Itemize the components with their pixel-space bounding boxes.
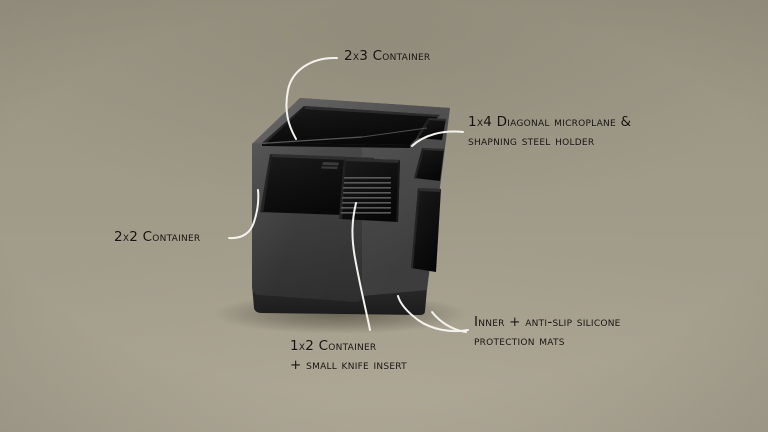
callout-label-2x3-line-0: 2x3 Container — [344, 48, 431, 64]
callout-label-1x2: 1x2 Container + small knife insert — [290, 337, 407, 375]
callout-label-2x3: 2x3 Container — [344, 47, 430, 66]
side-edge-highlight — [361, 127, 428, 138]
front-edge-highlight — [251, 136, 363, 145]
callout-label-1x2-line-1: + small knife insert — [290, 357, 407, 374]
compartment-1x4-middle — [414, 148, 444, 181]
compartment-1x2-knife-insert — [339, 158, 400, 222]
callout-label-1x2-line-0: 1x2 Container — [290, 338, 377, 354]
callout-label-2x2-line-0: 2x2 Container — [114, 229, 201, 245]
callout-label-mats: Inner + anti-slip silicone protection ma… — [474, 313, 674, 351]
product-render — [212, 82, 468, 334]
callout-label-microplane-line-1: shapning steel holder — [468, 133, 595, 150]
compartment-1x4-bottom — [411, 188, 441, 272]
callout-label-2x2: 2x2 Container — [114, 228, 200, 247]
callout-label-microplane: 1x4 Diagonal microplane & shapning steel… — [468, 113, 678, 151]
callout-label-mats-line-0: Inner + anti-slip silicone — [474, 314, 621, 330]
callout-label-microplane-line-0: 1x4 Diagonal microplane & — [468, 114, 632, 130]
callout-label-mats-line-1: protection mats — [474, 333, 565, 350]
